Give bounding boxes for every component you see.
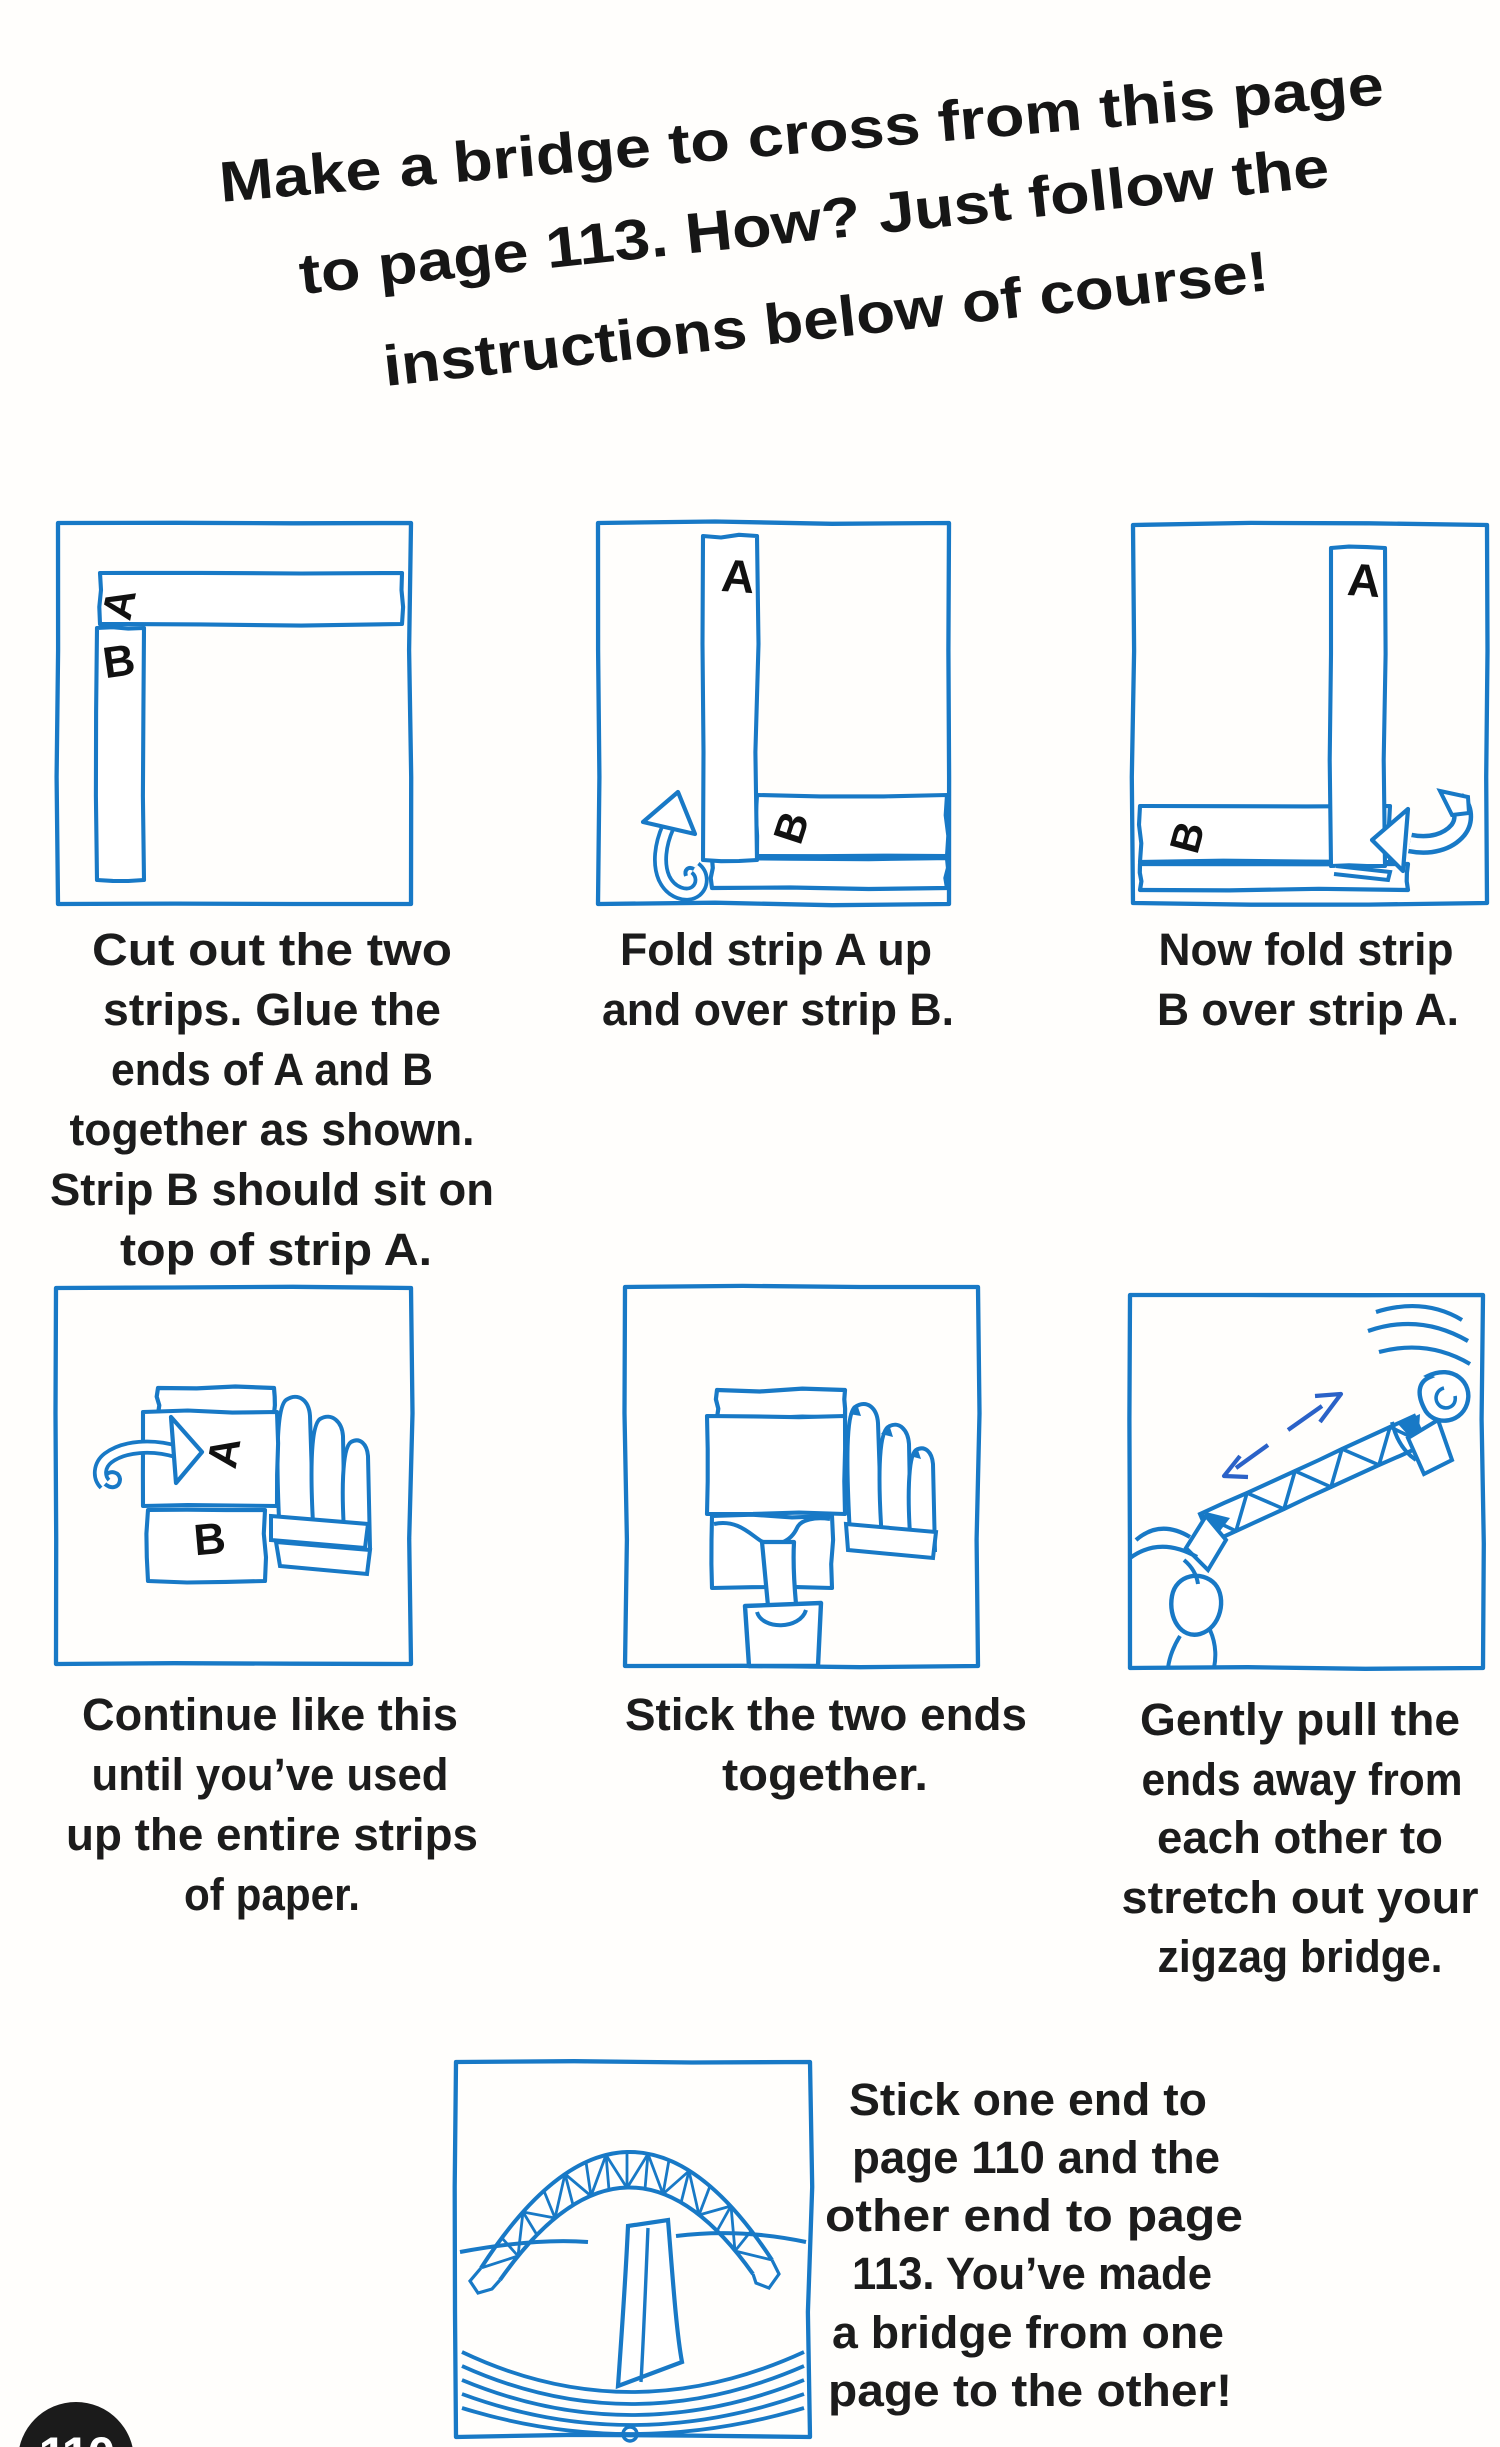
- svg-text:110: 110: [39, 2427, 114, 2447]
- svg-text:B over strip A.: B over strip A.: [1157, 984, 1459, 1035]
- svg-text:Fold strip A up: Fold strip A up: [620, 924, 932, 975]
- svg-text:of paper.: of paper.: [184, 1869, 360, 1920]
- svg-text:ends of A and B: ends of A and B: [111, 1044, 433, 1095]
- svg-text:zigzag bridge.: zigzag bridge.: [1158, 1931, 1443, 1982]
- svg-text:ends away from: ends away from: [1142, 1754, 1463, 1805]
- svg-text:Gently pull the: Gently pull the: [1140, 1694, 1460, 1745]
- svg-text:Cut out the two: Cut out the two: [92, 924, 452, 975]
- svg-text:113. You’ve made: 113. You’ve made: [852, 2248, 1212, 2299]
- svg-text:a bridge from one: a bridge from one: [832, 2307, 1224, 2358]
- svg-text:up the entire strips: up the entire strips: [66, 1809, 478, 1860]
- svg-text:B: B: [192, 1514, 228, 1566]
- svg-text:top of strip A.: top of strip A.: [120, 1224, 432, 1275]
- svg-text:page to the other!: page to the other!: [828, 2365, 1232, 2416]
- svg-text:other end to page: other end to page: [825, 2190, 1243, 2241]
- svg-text:Stick one end to: Stick one end to: [849, 2074, 1207, 2125]
- svg-text:strips. Glue the: strips. Glue the: [103, 984, 441, 1035]
- svg-text:Strip B should sit on: Strip B should sit on: [50, 1164, 494, 1215]
- svg-text:Now fold strip: Now fold strip: [1159, 924, 1454, 975]
- svg-text:page 110 and the: page 110 and the: [852, 2132, 1220, 2183]
- svg-text:stretch out your: stretch out your: [1122, 1872, 1479, 1923]
- svg-text:Continue like this: Continue like this: [82, 1689, 458, 1740]
- svg-text:together.: together.: [722, 1749, 928, 1800]
- svg-text:until you’ve used: until you’ve used: [92, 1749, 449, 1800]
- svg-text:B: B: [100, 635, 138, 688]
- svg-text:A: A: [720, 549, 757, 603]
- svg-text:each other to: each other to: [1157, 1812, 1443, 1863]
- svg-text:Stick the two ends: Stick the two ends: [625, 1689, 1027, 1740]
- svg-text:and over strip B.: and over strip B.: [602, 984, 954, 1035]
- svg-text:together as shown.: together as shown.: [70, 1104, 475, 1155]
- svg-text:A: A: [1346, 553, 1383, 607]
